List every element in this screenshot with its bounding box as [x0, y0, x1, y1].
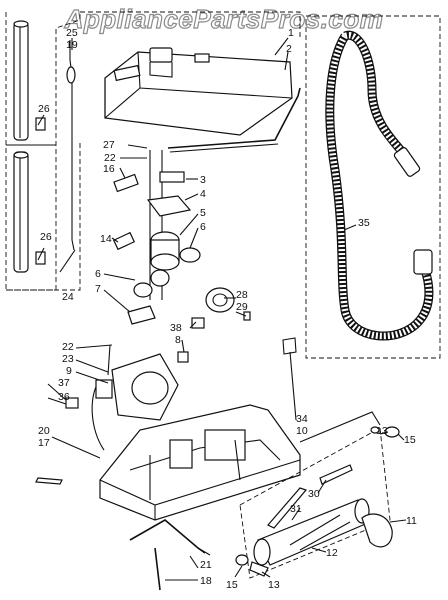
- callout-15b: 15: [226, 579, 238, 591]
- callout-5: 5: [200, 207, 206, 219]
- callout-17: 17: [38, 437, 50, 449]
- callout-23: 23: [62, 353, 74, 365]
- callout-12: 12: [326, 547, 338, 559]
- callout-34: 34: [296, 413, 308, 425]
- callout-29: 29: [236, 301, 248, 313]
- callout-35: 35: [358, 217, 370, 229]
- callout-31: 31: [290, 503, 302, 515]
- callout-26a: 26: [38, 103, 50, 115]
- callout-7: 7: [95, 283, 101, 295]
- callout-11: 11: [406, 515, 417, 527]
- callout-4: 4: [200, 188, 206, 200]
- callout-38: 38: [170, 322, 182, 334]
- motor-body: [65, 344, 179, 451]
- callout-13b: 13: [268, 579, 280, 591]
- callout-22b: 22: [62, 341, 74, 353]
- callout-14: 14: [100, 233, 112, 245]
- brush-roll: [235, 411, 400, 579]
- callout-22a: 22: [104, 152, 116, 164]
- callout-3: 3: [200, 174, 206, 186]
- callout-26b: 26: [40, 231, 52, 243]
- callout-25: 25: [66, 27, 78, 39]
- leader-lines: [47, 37, 407, 581]
- callout-20: 20: [38, 425, 50, 437]
- handle-bail: [129, 519, 211, 591]
- hose: [305, 15, 441, 359]
- callout-27: 27: [103, 139, 115, 151]
- callout-19: 19: [66, 39, 78, 51]
- callout-8: 8: [175, 334, 181, 346]
- watermark-logo: AppliancePartsPros.com: [64, 3, 384, 34]
- callout-9: 9: [66, 365, 72, 377]
- callout-30: 30: [308, 488, 320, 500]
- callout-24: 24: [62, 291, 74, 303]
- base-chassis: [35, 337, 301, 521]
- callout-18: 18: [200, 575, 212, 587]
- callout-6b: 6: [95, 268, 101, 280]
- callout-37: 37: [58, 377, 70, 389]
- callout-13a: 13: [376, 425, 388, 437]
- callout-1: 1: [288, 27, 294, 39]
- callout-28: 28: [236, 289, 248, 301]
- callout-10: 10: [296, 425, 308, 437]
- callout-36: 36: [58, 391, 70, 403]
- callout-numbers: 1 2 3 4 5 6 6 7 8 9 10 11 12 13 13 14 15…: [38, 27, 417, 591]
- callout-16: 16: [103, 163, 115, 175]
- motor-fan-stack: [112, 150, 251, 363]
- callout-15a: 15: [404, 434, 416, 446]
- callout-21: 21: [200, 559, 212, 571]
- callout-2: 2: [286, 43, 292, 55]
- wand-assembly: [5, 12, 81, 291]
- callout-6a: 6: [200, 221, 206, 233]
- top-cover: [80, 11, 301, 153]
